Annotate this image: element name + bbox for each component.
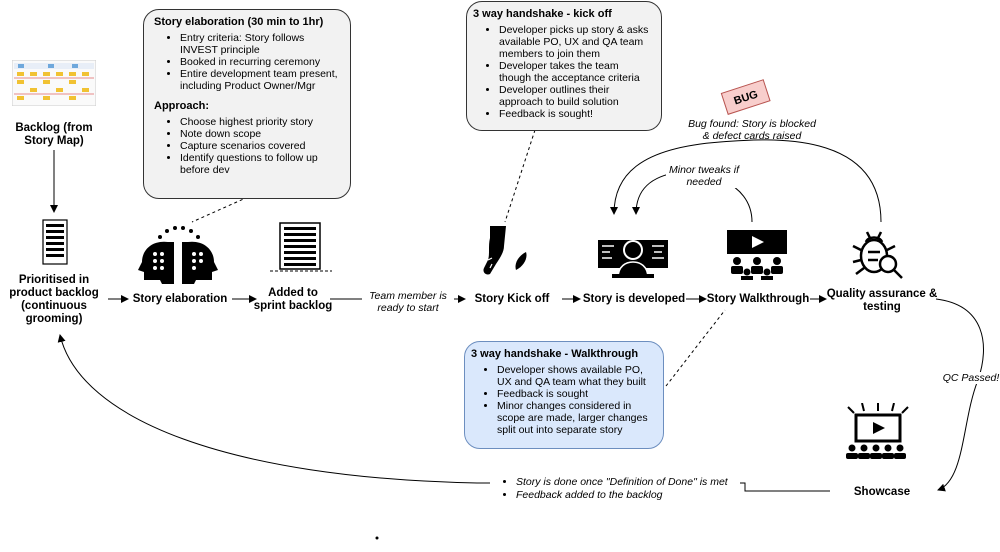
callout-walkthrough: 3 way handshake - Walkthrough Developer … (464, 341, 664, 449)
bug-tag-icon: BUG (720, 79, 771, 115)
node-sprint: Added to sprint backlog (253, 287, 333, 312)
callout-item: Feedback is sought! (499, 108, 653, 120)
arrow-showcase-to-backlog (57, 334, 830, 492)
callout-item: Identify questions to follow up before d… (180, 152, 342, 176)
label-bug-found: Bug found: Story is blocked & defect car… (688, 118, 816, 142)
callout-elaboration: Story elaboration (30 min to 1hr) Entry … (143, 9, 351, 199)
elaboration-dots (158, 226, 200, 239)
kick-icon (483, 226, 527, 275)
callout-item: Entire development team present, includi… (180, 68, 342, 92)
node-elaboration: Story elaboration (132, 293, 228, 305)
callout-item: Developer takes the team though the acce… (499, 60, 653, 84)
callout-approach-title: Approach: (154, 100, 209, 112)
showcase-icon (846, 403, 909, 459)
stray-dot (375, 536, 379, 540)
callout-item: Booked in recurring ceremony (180, 56, 342, 68)
presentation-icon (727, 230, 787, 280)
backlog-stack-icon (42, 219, 68, 265)
two-heads-icon (138, 241, 218, 284)
callout-pointer-elaboration (191, 196, 249, 223)
callout-item: Minor changes considered in scope are ma… (497, 400, 655, 436)
label-qc-passed: QC Passed! (940, 372, 1000, 384)
callout-item: Note down scope (180, 128, 342, 140)
story-map-thumbnail-icon (12, 60, 96, 106)
callout-item: Feedback is sought (497, 388, 655, 400)
callout-item: Capture scenarios covered (180, 140, 342, 152)
done-note: Story is done once "Definition of Done" … (516, 476, 740, 489)
callout-kickoff-title: 3 way handshake - kick off (473, 8, 612, 20)
node-backlog: Backlog (from Story Map) (15, 122, 93, 147)
node-kickoff: Story Kick off (474, 293, 550, 305)
callout-item: Choose highest priority story (180, 116, 342, 128)
label-team-member: Team member is ready to start (362, 290, 454, 314)
callout-elaboration-title: Story elaboration (30 min to 1hr) (154, 16, 324, 28)
callout-pointer-walkthrough (665, 309, 726, 387)
callout-pointer-kickoff (504, 129, 536, 223)
callout-item: Entry criteria: Story follows INVEST pri… (180, 32, 342, 56)
node-developed: Story is developed (582, 293, 686, 305)
node-walkthrough: Story Walkthrough (706, 293, 810, 305)
callout-item: Developer outlines their approach to bui… (499, 84, 653, 108)
developer-icon (598, 240, 668, 278)
callout-kickoff: 3 way handshake - kick off Developer pic… (466, 1, 662, 131)
callout-item: Developer picks up story & asks availabl… (499, 24, 653, 60)
label-minor-tweaks: Minor tweaks if needed (666, 164, 742, 188)
node-qa: Quality assurance & testing (826, 288, 938, 313)
node-prioritised: Prioritised in product backlog (continuo… (9, 274, 99, 325)
sprint-list-icon (270, 222, 332, 272)
done-note: Feedback added to the backlog (516, 489, 740, 502)
node-showcase: Showcase (853, 486, 911, 498)
bug-magnifier-icon (852, 231, 903, 279)
done-notes: Story is done once "Definition of Done" … (490, 476, 740, 502)
callout-walkthrough-title: 3 way handshake - Walkthrough (471, 348, 639, 360)
arrow-bug-found (610, 139, 882, 223)
arrow-qc-passed (935, 298, 984, 492)
callout-item: Developer shows available PO, UX and QA … (497, 364, 655, 388)
